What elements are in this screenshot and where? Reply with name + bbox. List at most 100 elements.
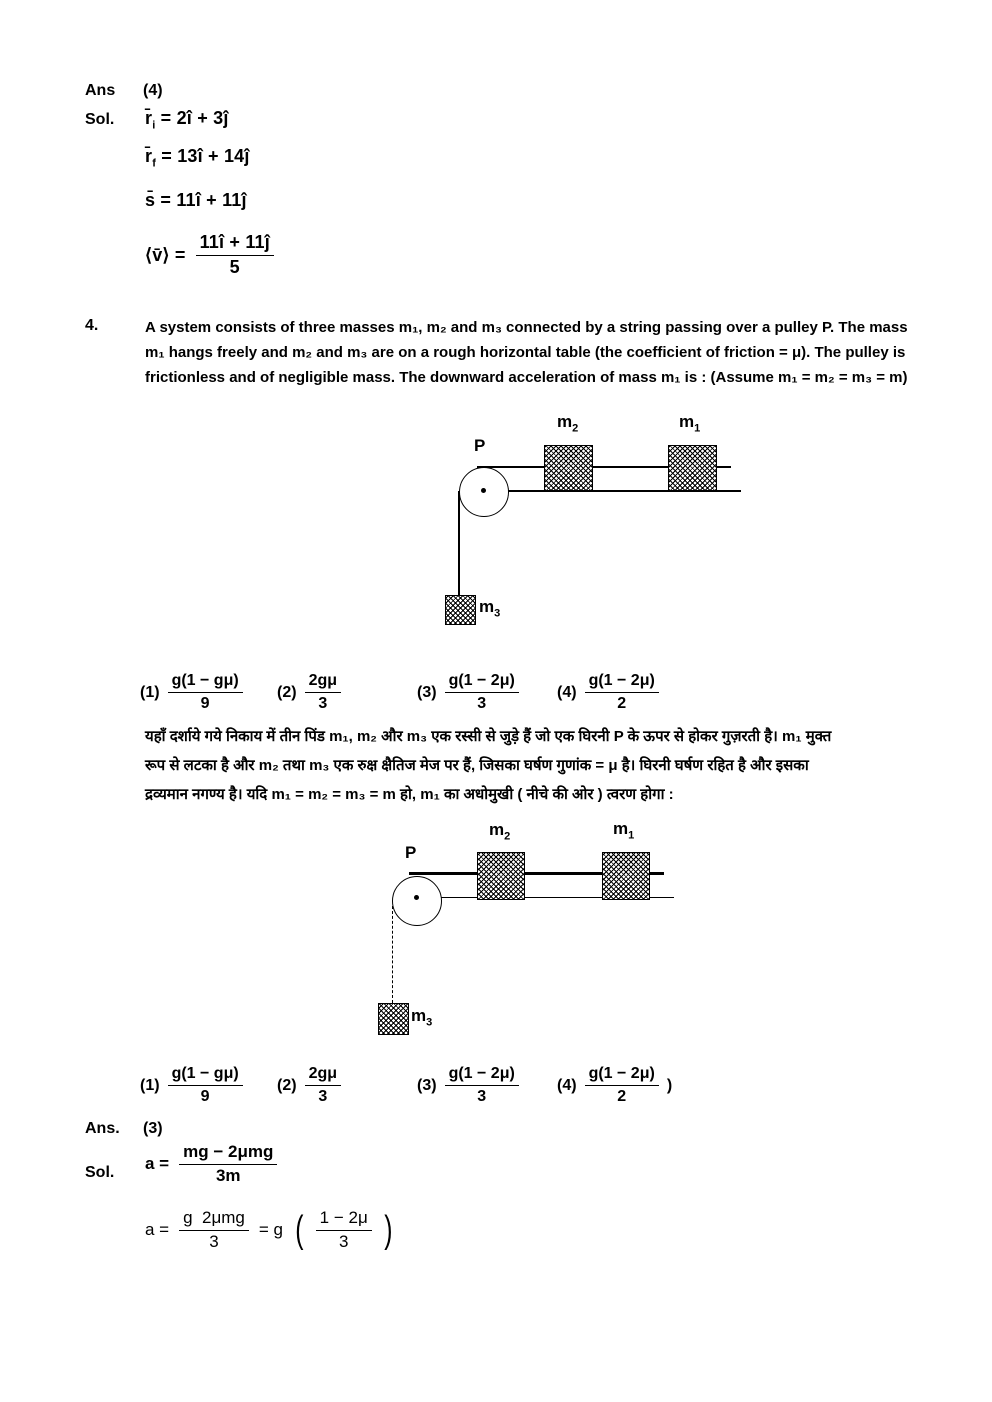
vector-ri-rest: = 2î + 3ĵ [155, 108, 229, 128]
eq2-paren-num: 1 − 2μ [315, 1208, 372, 1231]
option-frac-den: 2 [617, 695, 627, 713]
mass-m2-block [477, 852, 525, 900]
option-frac-den: 3 [318, 695, 328, 713]
question-text-hindi: यहाँ दर्शाये गये निकाय में तीन पिंड m₁, … [145, 722, 831, 809]
mass-m2-block [544, 445, 593, 491]
option-fraction: g(1 − gμ) 9 [167, 1065, 243, 1107]
eq2-paren-fraction: 1 − 2μ 3 [315, 1208, 372, 1252]
option-frac-den: 2 [617, 1088, 627, 1106]
pulley-center-dot [414, 895, 419, 900]
m1-sub: 1 [694, 422, 701, 435]
eq1-lhs: a = [145, 1153, 170, 1173]
average-velocity-equation: ⟨v̄⟩ = 11î + 11ĵ 5 [145, 232, 274, 278]
eq2-lhs: a = [145, 1219, 170, 1239]
acceleration-equation-2: a = g 2μmg 3 = g ( 1 − 2μ 3 ) [145, 1208, 394, 1252]
option-1-row2: (1) g(1 − gμ) 9 [140, 1065, 251, 1107]
mass-m2-label: m2 [489, 820, 510, 842]
question-en-line1: A system consists of three masses m₁, m₂… [145, 319, 908, 336]
mass-m2-label: m2 [557, 412, 578, 434]
mass-m3-label: m3 [479, 597, 500, 619]
open-parenthesis: ( [295, 1208, 304, 1251]
displacement-equation: s̄ = 11î + 11ĵ [145, 190, 247, 210]
option-number: (2) [277, 683, 297, 701]
option-3-row2: (3) g(1 − 2μ) 3 [417, 1065, 527, 1107]
pulley-label: P [474, 436, 486, 455]
option-fraction: 2gμ 3 [304, 672, 342, 714]
question-hi-line1: यहाँ दर्शाये गये निकाय में तीन पिंड m₁, … [145, 728, 832, 745]
option-2-row1: (2) 2gμ 3 [277, 672, 349, 714]
pulley-circle [392, 876, 442, 926]
option-frac-den: 9 [200, 1088, 210, 1106]
question-hi-line3: द्रव्यमान नगण्य है। यदि m₁ = m₂ = m₃ = m… [145, 786, 674, 803]
option-4-row2: (4) g(1 − 2μ) 2 ) [557, 1065, 672, 1107]
option-fraction: g(1 − 2μ) 2 [584, 1065, 659, 1107]
question-en-line2: m₁ hangs freely and m₂ and m₃ are on a r… [145, 344, 906, 361]
answer-value-top: (4) [143, 82, 163, 99]
vector-rf-equation: r̄f = 13î + 14ĵ [145, 146, 250, 170]
option-frac-num: 2gμ [304, 672, 342, 694]
eq2-frac-den: 3 [209, 1231, 219, 1251]
m1-base: m [679, 412, 695, 431]
m3-sub: 3 [426, 1016, 433, 1029]
vector-rf-rest: = 13î + 14ĵ [156, 146, 250, 166]
answer-value-bottom: (3) [143, 1120, 163, 1137]
acceleration-equation-1: a = mg − 2μmg 3m [145, 1142, 278, 1186]
option-number: (3) [417, 683, 437, 701]
option-frac-den: 3 [477, 1088, 487, 1106]
pulley-center-dot [481, 488, 486, 493]
option-number: (4) [557, 1076, 577, 1094]
eq1-frac-den: 3m [215, 1165, 241, 1185]
close-parenthesis: ) [383, 1208, 393, 1251]
fraction-numerator: 11î + 11ĵ [195, 232, 274, 256]
eq2-paren-den: 3 [338, 1231, 349, 1251]
option-number: (4) [557, 683, 577, 701]
mass-m3-block [378, 1003, 409, 1035]
vector-rf-base: r̄ [145, 146, 153, 166]
mass-m1-label: m1 [613, 819, 634, 841]
option-fraction: g(1 − 2μ) 3 [444, 1065, 519, 1107]
mass-m3-label: m3 [411, 1006, 432, 1028]
option-1-row1: (1) g(1 − gμ) 9 [140, 672, 251, 714]
option-frac-num: g(1 − 2μ) [584, 1065, 659, 1087]
solution-label-top: Sol. [85, 111, 115, 128]
m3-sub: 3 [494, 607, 501, 620]
eq1-frac-num: mg − 2μmg [179, 1142, 278, 1165]
table-surface-line [417, 897, 674, 899]
option-fraction: g(1 − 2μ) 3 [444, 672, 519, 714]
table-surface-line [483, 490, 741, 492]
m2-base: m [489, 820, 505, 839]
option-number: (3) [417, 1076, 437, 1094]
question-text-english: A system consists of three masses m₁, m₂… [145, 315, 908, 390]
vector-ri-equation: r̄i = 2î + 3ĵ [145, 108, 229, 132]
eq1-fraction: mg − 2μmg 3m [179, 1142, 278, 1186]
option-frac-num: g(1 − gμ) [167, 672, 243, 694]
option-fraction: 2gμ 3 [304, 1065, 342, 1107]
mass-m1-block [602, 852, 650, 900]
option-frac-num: g(1 − 2μ) [444, 672, 519, 694]
option-frac-num: g(1 − 2μ) [584, 672, 659, 694]
mass-m1-label: m1 [679, 412, 700, 434]
question-hi-line2: रूप से लटका है और m₂ तथा m₃ एक रुक्ष क्ष… [145, 757, 809, 774]
hanging-string-line [458, 491, 460, 596]
vector-rf-subscript: f [152, 157, 157, 170]
eq2-fraction: g 2μmg 3 [179, 1208, 249, 1252]
question-en-line3: frictionless and of negligible mass. The… [145, 369, 908, 386]
option-fraction: g(1 − gμ) 9 [167, 672, 243, 714]
option-number: (1) [140, 1076, 160, 1094]
vector-ri-subscript: i [152, 119, 156, 132]
mass-m3-block [445, 595, 476, 625]
option-4-row1: (4) g(1 − 2μ) 2 [557, 672, 667, 714]
pulley-label: P [405, 843, 417, 862]
m2-sub: 2 [572, 422, 579, 435]
option-suffix: ) [666, 1076, 673, 1094]
question-number: 4. [85, 317, 99, 334]
option-frac-num: g(1 − gμ) [167, 1065, 243, 1087]
m3-base: m [411, 1006, 427, 1025]
fraction-denominator: 5 [229, 256, 240, 277]
average-velocity-lhs: ⟨v̄⟩ = [145, 244, 186, 265]
option-number: (2) [277, 1076, 297, 1094]
m1-sub: 1 [628, 829, 635, 842]
option-number: (1) [140, 683, 160, 701]
option-2-row2: (2) 2gμ 3 [277, 1065, 349, 1107]
m2-base: m [557, 412, 573, 431]
